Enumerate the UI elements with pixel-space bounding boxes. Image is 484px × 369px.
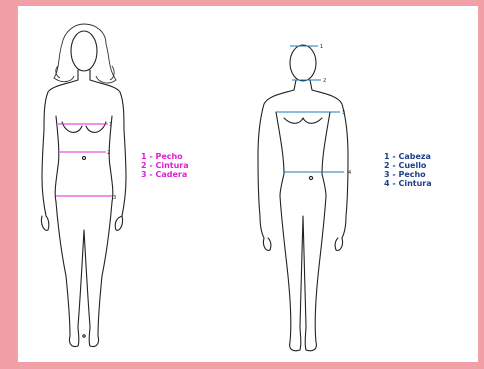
man-legs [280,196,326,351]
man-legend: 1 - Cabeza 2 - Cuello 3 - Pecho 4 - Cint… [384,152,432,188]
man-legend-item: 2 - Cuello [384,161,432,170]
woman-marker-2: 2 [107,150,110,156]
man-marker-1: 1 [320,44,323,50]
woman-knee-mark [83,335,85,337]
woman-legend-item: 3 - Cadera [141,170,189,179]
man-marker-2: 2 [323,78,326,84]
man-marker-3: 3 [342,110,345,116]
woman-head [71,31,97,71]
man-chest [284,118,322,123]
diagram-panel: 1 2 3 1 2 3 4 1 - Pecho 2 - [18,6,478,362]
woman-hair [54,24,116,83]
woman-navel [83,157,86,160]
woman-legend-item: 1 - Pecho [141,152,189,161]
man-head [290,45,316,81]
woman-legend-item: 2 - Cintura [141,161,189,170]
woman-marker-3: 3 [113,195,116,201]
man-legend-item: 4 - Cintura [384,179,432,188]
woman-legs [56,202,112,347]
man-legend-item: 3 - Pecho [384,170,432,179]
man-navel [309,176,312,179]
man-hands [263,238,342,250]
man-figure [258,45,348,351]
woman-legend: 1 - Pecho 2 - Cintura 3 - Cadera [141,152,189,179]
man-marker-4: 4 [348,170,351,176]
woman-figure [41,24,126,347]
woman-marker-1: 1 [109,122,112,128]
man-legend-item: 1 - Cabeza [384,152,432,161]
